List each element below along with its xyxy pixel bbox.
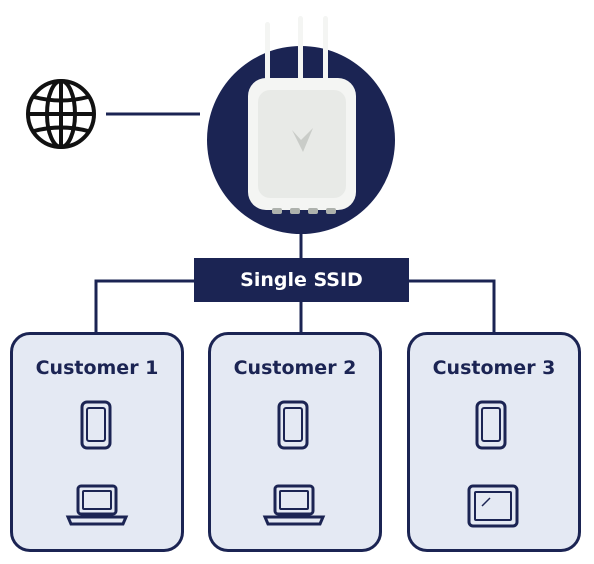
ssid-label: Single SSID: [194, 258, 409, 302]
ssid-to-customer-1-line: [94, 279, 194, 333]
customer-card-2: Customer 2: [208, 332, 382, 552]
ssid-to-customer-3-line: [409, 279, 496, 333]
customer-card-3: Customer 3: [407, 332, 581, 552]
access-point-icon: [207, 16, 395, 234]
ssid-label-text: Single SSID: [240, 269, 363, 291]
customer-title: Customer 2: [233, 357, 357, 379]
customer-title: Customer 3: [432, 357, 556, 379]
connector-lines: [94, 112, 496, 333]
customer-card-1: Customer 1: [10, 332, 184, 552]
globe-icon: [26, 79, 96, 149]
customer-title: Customer 1: [35, 357, 159, 379]
